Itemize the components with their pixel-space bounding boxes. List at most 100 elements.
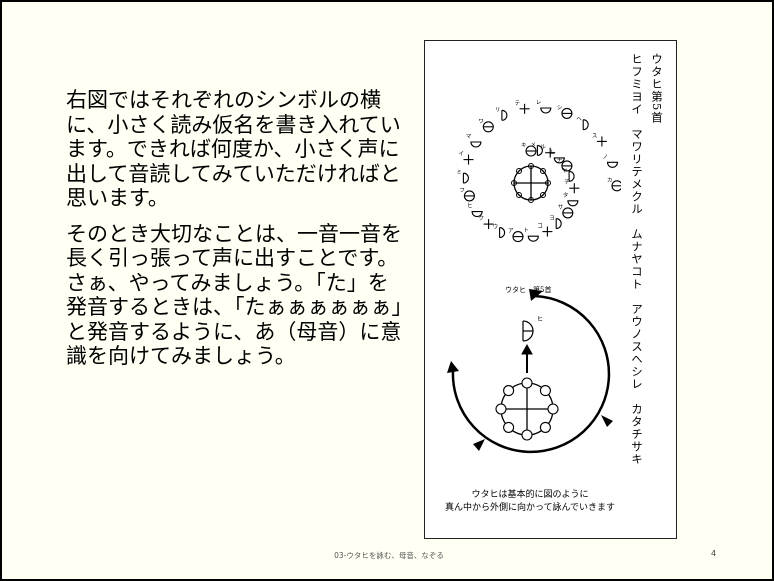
spiral-kana-label: ヤ	[562, 168, 568, 174]
ring-dot	[540, 192, 546, 198]
arrow-head-left	[447, 361, 459, 373]
arrow-head-right	[601, 415, 613, 427]
spiral-symbol	[501, 109, 508, 121]
spiral-kana-label: チ	[564, 179, 570, 186]
spiral-symbol	[527, 235, 539, 242]
spiral-kana-label: ウ	[493, 223, 499, 231]
spiral-symbol	[471, 211, 483, 218]
spiral-symbol	[519, 103, 530, 114]
spiral-kana-label: テ	[515, 100, 521, 107]
spiral-symbol	[561, 160, 573, 172]
spiral-kana-label: ノ	[603, 154, 609, 160]
spiral-symbol	[606, 161, 619, 168]
figure-title: ウタヒ第5首	[650, 53, 664, 124]
spiral-kana-label: シ	[557, 105, 563, 111]
center-symbol	[513, 165, 549, 201]
spiral-symbol	[542, 226, 553, 237]
spiral-symbol	[569, 183, 580, 194]
spiral-kana-label: カ	[607, 177, 613, 184]
reading-direction-diagram: ヒ	[447, 289, 613, 454]
spiral-kana-label: ム	[549, 149, 555, 156]
spiral-kana-label: ヘ	[576, 117, 582, 123]
ring-dot	[503, 421, 515, 433]
ring-dot	[503, 385, 515, 397]
caption-line-1: ウタヒは基本的に図のように	[471, 490, 589, 500]
spiral-symbol	[562, 207, 574, 219]
spiral-kana-label: ト	[523, 228, 529, 234]
figure-subtitle: ヒフミヨイ マワリテメクル ムナヤコト アウノスヘシレ カタチサキ	[630, 53, 644, 466]
ring-dot	[521, 377, 533, 389]
ring-dot	[547, 403, 559, 415]
spiral-symbol	[540, 107, 552, 114]
figure-label: ウタヒ 第5首	[505, 286, 552, 294]
spiral-symbol	[582, 119, 589, 131]
spiral-kana-label: サ	[558, 204, 564, 211]
spiral-symbol	[568, 170, 575, 182]
spiral-kana-label: イ	[459, 152, 465, 158]
arrow-head-bottom	[473, 439, 485, 451]
paragraph-1: 右図ではそれぞれのシンボルの横に、小さく読み仮名を書き入れています。できれば何度…	[66, 88, 401, 210]
symbol-spiral: キメルムナヤチタサヨコトアウクヒフミイマワリテレシヘスノカ	[456, 100, 621, 243]
spiral-kana-label: ア	[508, 228, 514, 235]
spiral-kana-label: ナ	[557, 157, 563, 164]
spiral-kana-label: レ	[536, 100, 542, 106]
spiral-symbol	[555, 218, 562, 230]
upward-arrow	[521, 343, 533, 373]
ring-dot	[495, 403, 507, 415]
spiral-kana-label: タ	[563, 191, 569, 199]
spiral-symbol	[525, 145, 537, 157]
spiral-kana-label: リ	[495, 107, 501, 113]
spiral-symbol	[545, 147, 556, 158]
hi-label: ヒ	[537, 316, 543, 323]
spiral-kana-label: フ	[459, 187, 465, 194]
page-number: 4	[711, 549, 717, 558]
spiral-kana-label: ミ	[456, 170, 462, 176]
ring-dot	[511, 180, 517, 186]
ring-dot	[545, 180, 551, 186]
spiral-kana-label: メ	[530, 142, 536, 148]
spiral-kana-label: ヨ	[549, 215, 555, 222]
ring-dot	[516, 192, 522, 198]
spiral-kana-label: ク	[479, 215, 485, 222]
footer-text: 03-ウタヒを詠む、母音、なぞる	[334, 551, 444, 560]
ring-dot	[528, 163, 534, 169]
ring-dot	[521, 429, 533, 441]
spiral-symbol	[567, 200, 579, 207]
ring-dot	[539, 385, 551, 397]
spiral-kana-label: キ	[521, 143, 527, 149]
spiral-kana-label: ヒ	[467, 203, 473, 210]
spiral-symbols	[462, 103, 621, 243]
center-ring-dots	[511, 163, 551, 203]
paragraph-2: そのとき大切なことは、一音一音を長く引っ張って声に出すことです。さぁ、やってみま…	[66, 221, 402, 369]
spiral-symbol	[463, 190, 475, 202]
inner-ring-dots	[495, 377, 559, 441]
spiral-symbol	[462, 172, 469, 184]
spiral-symbol	[596, 136, 607, 147]
outer-arrow-arc	[451, 294, 611, 454]
spiral-symbol	[512, 231, 524, 243]
spiral-symbol	[536, 144, 543, 156]
body-text: 右図ではそれぞれのシンボルの横に、小さく読み仮名を書き入れています。できれば何度…	[66, 88, 406, 380]
hi-symbol	[522, 320, 534, 342]
ring-dot	[540, 168, 546, 174]
spiral-symbol	[561, 107, 573, 119]
ring-dot	[516, 168, 522, 174]
spiral-kana-label: ス	[592, 132, 598, 139]
spiral-kana-label: マ	[466, 133, 472, 140]
spiral-kana: キメルムナヤチタサヨコトアウクヒフミイマワリテレシヘスノカ	[456, 100, 612, 235]
spiral-symbol	[470, 141, 482, 148]
spiral-symbol	[463, 154, 474, 165]
ring-dot	[528, 197, 534, 203]
caption-line-2: 真ん中から外側に向かって詠んでいきます	[444, 503, 616, 513]
spiral-symbol	[482, 121, 494, 133]
arrow-head-top	[529, 289, 543, 301]
spiral-symbol	[611, 180, 621, 192]
spiral-kana-label: コ	[537, 223, 543, 230]
spiral-symbol	[499, 227, 506, 239]
utahi-figure: ウタヒ第5首 ヒフミヨイ マワリテメクル ムナヤコト アウノスヘシレ カタチサキ…	[424, 40, 677, 539]
spiral-symbol	[483, 219, 494, 230]
spiral-kana-label: ワ	[478, 118, 484, 125]
ring-dot	[539, 421, 551, 433]
spiral-symbol	[553, 157, 565, 164]
